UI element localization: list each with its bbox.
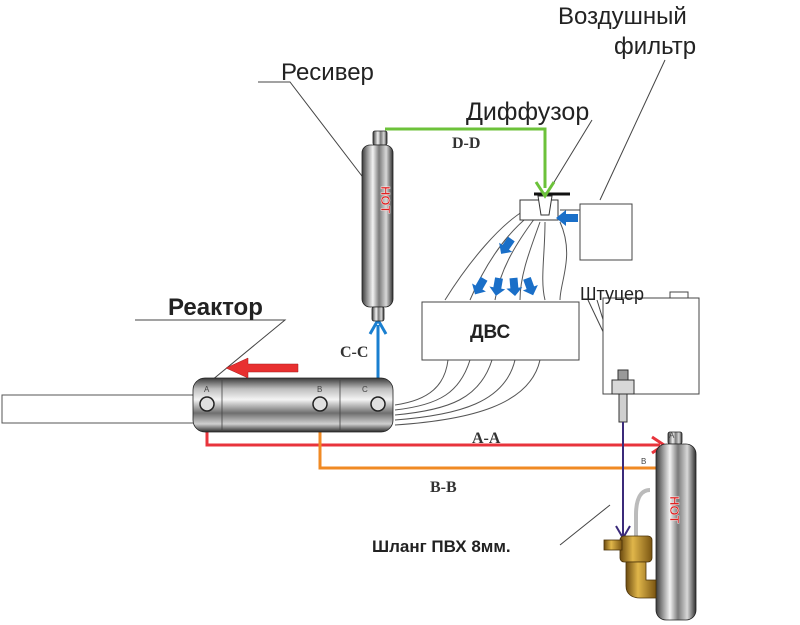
line-dd-arrowhead	[534, 181, 556, 199]
exhaust-lines	[394, 359, 541, 426]
line-bb-label: B-B	[430, 479, 457, 496]
bubbler-cylinder: НОТ A B	[603, 431, 697, 621]
line-cc-label: C-C	[340, 344, 368, 361]
receiver-cylinder: НОТ	[361, 130, 394, 322]
bubbler-brand: НОТ	[667, 496, 682, 524]
fitting	[611, 369, 635, 423]
air-filter-label-line2: фильтр	[614, 33, 696, 60]
receiver-label: Ресивер	[281, 59, 374, 86]
reactor-label: Реактор	[168, 294, 263, 321]
line-dd	[385, 127, 547, 188]
bubbler-port-a-label: A	[669, 431, 675, 440]
brass-valve	[619, 535, 653, 563]
reactor-port-a	[199, 396, 215, 412]
brass-elbow	[625, 561, 657, 599]
engine-block	[421, 301, 580, 361]
fitting-label: Штуцер	[580, 284, 644, 304]
receiver-brand: НОТ	[378, 186, 393, 214]
tank-box	[602, 291, 700, 395]
intake-manifold-lines	[444, 209, 568, 301]
air-filter-box	[579, 203, 633, 261]
air-flow-arrows	[472, 210, 578, 296]
port-b-label: B	[317, 385, 322, 394]
air-filter-label-line1: Воздушный	[558, 3, 687, 30]
diffuser-label: Диффузор	[466, 98, 589, 126]
port-c-label: C	[362, 385, 368, 394]
reactor-inlet-pipe	[1, 394, 198, 424]
bubbler-port-b-label: B	[641, 457, 646, 466]
bubbler-tube	[634, 488, 651, 560]
hose-label: Шланг ПВХ 8мм.	[372, 537, 511, 556]
diffuser	[519, 192, 580, 221]
reactor-flow-arrow	[225, 357, 299, 379]
reactor-port-b	[312, 396, 328, 412]
reactor-cylinder: A B C	[192, 377, 394, 433]
line-dd-label: D-D	[452, 135, 480, 152]
line-aa-label: A-A	[472, 430, 501, 447]
port-a-label: A	[204, 385, 210, 394]
reactor-port-c	[370, 396, 386, 412]
engine-label: ДВС	[470, 322, 511, 343]
